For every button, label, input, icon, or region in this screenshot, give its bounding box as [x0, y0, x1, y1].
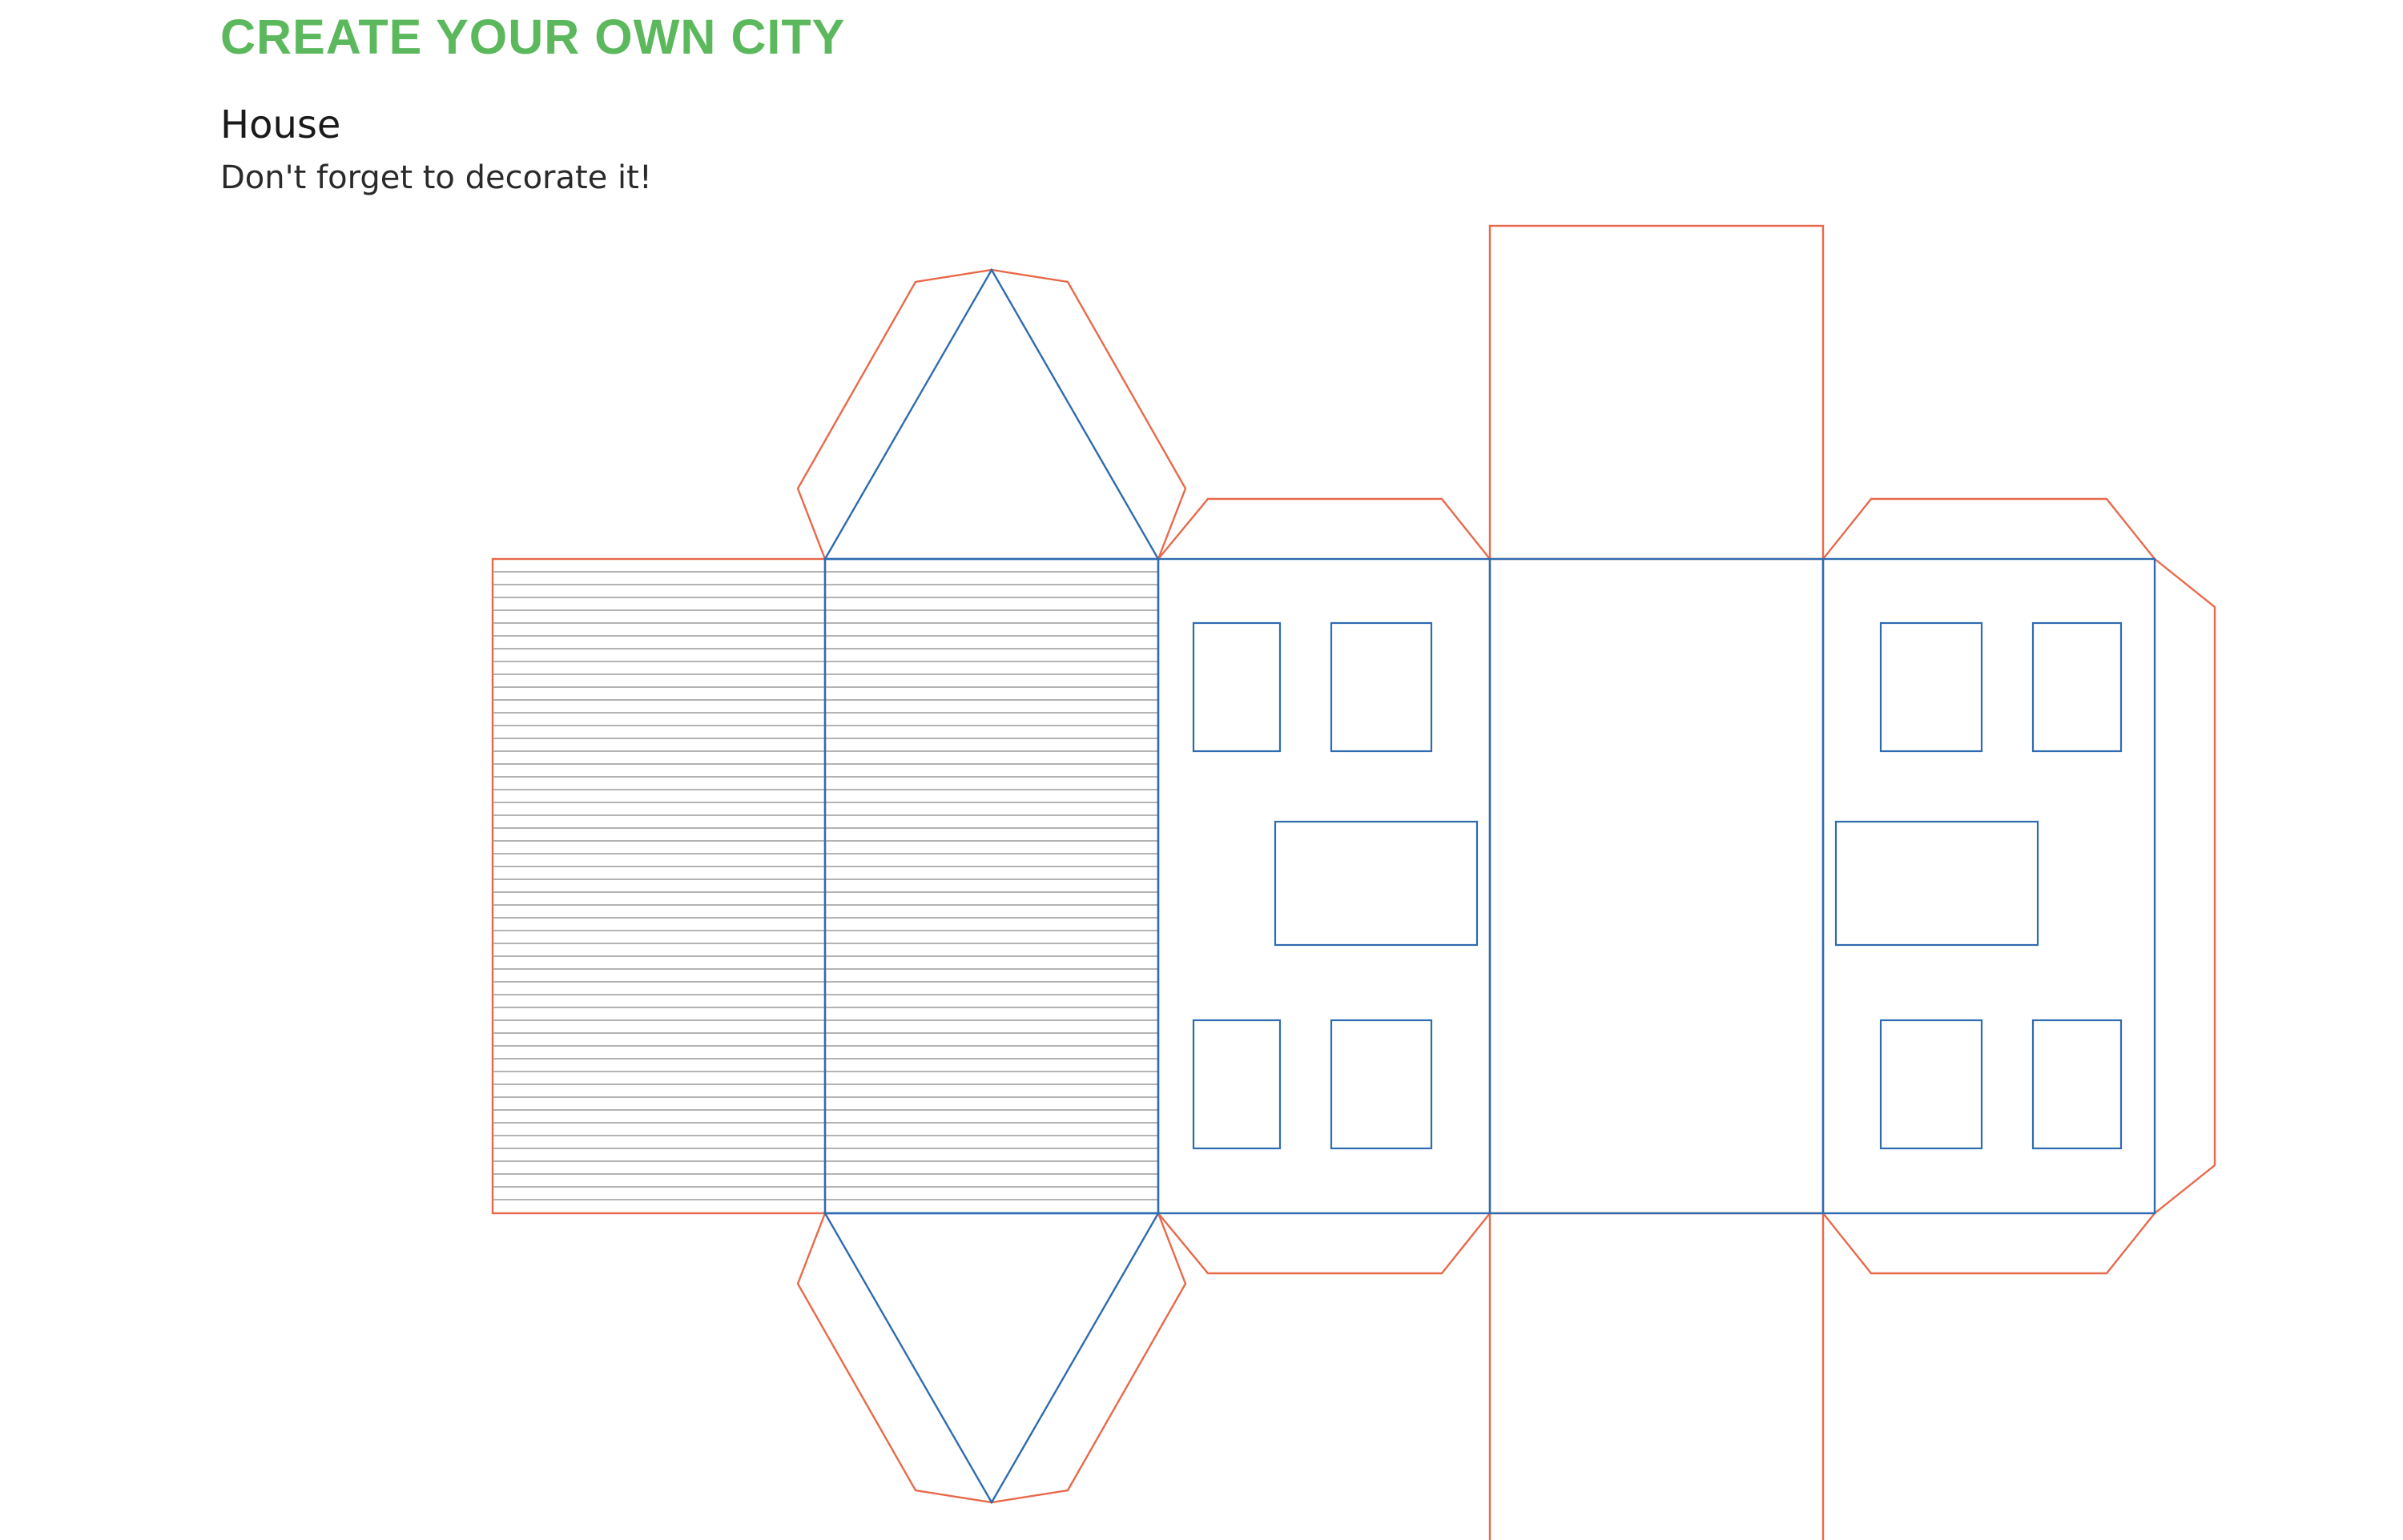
base-bottom-flap: [1488, 1212, 1825, 1540]
back-window-top-right: [2031, 621, 2123, 753]
front-window-bottom-right: [1330, 1019, 1433, 1150]
back-window-top-left: [1879, 621, 1983, 753]
template-instruction: Don't forget to decorate it!: [220, 159, 652, 196]
gable-bottom: [823, 1212, 1161, 1505]
roof-overhang-panel: [491, 557, 827, 1215]
front-window-top-right: [1330, 621, 1433, 753]
back-wall: [1821, 557, 2156, 1215]
cut-lines: [491, 224, 2216, 1540]
side-glue-tab: [2154, 558, 2216, 1214]
front-wall: [1157, 557, 1491, 1215]
gable-top-glue-tab: [796, 268, 1187, 560]
back-window-bottom-right: [2031, 1019, 2123, 1150]
front-window-middle: [1274, 820, 1479, 947]
gable-bottom-glue-tab: [796, 1212, 1187, 1504]
roof-panel: [823, 557, 1160, 1215]
gable-top: [823, 267, 1161, 561]
back-wall-top-tab: [1822, 497, 2155, 560]
base-top-flap: [1488, 224, 1825, 561]
back-window-middle: [1834, 820, 2039, 947]
front-wall-bottom-tab: [1157, 1212, 1491, 1275]
back-wall-bottom-tab: [1822, 1212, 2155, 1275]
front-window-bottom-left: [1192, 1019, 1282, 1150]
template-name: House: [220, 103, 341, 147]
back-window-bottom-left: [1879, 1019, 1983, 1150]
page-title: CREATE YOUR OWN CITY: [220, 10, 846, 64]
fold-lines: [823, 267, 2156, 1505]
windows: [1192, 621, 2123, 1150]
front-window-top-left: [1192, 621, 1282, 753]
front-wall-top-tab: [1157, 497, 1491, 560]
base-panel: [1488, 557, 1825, 1215]
